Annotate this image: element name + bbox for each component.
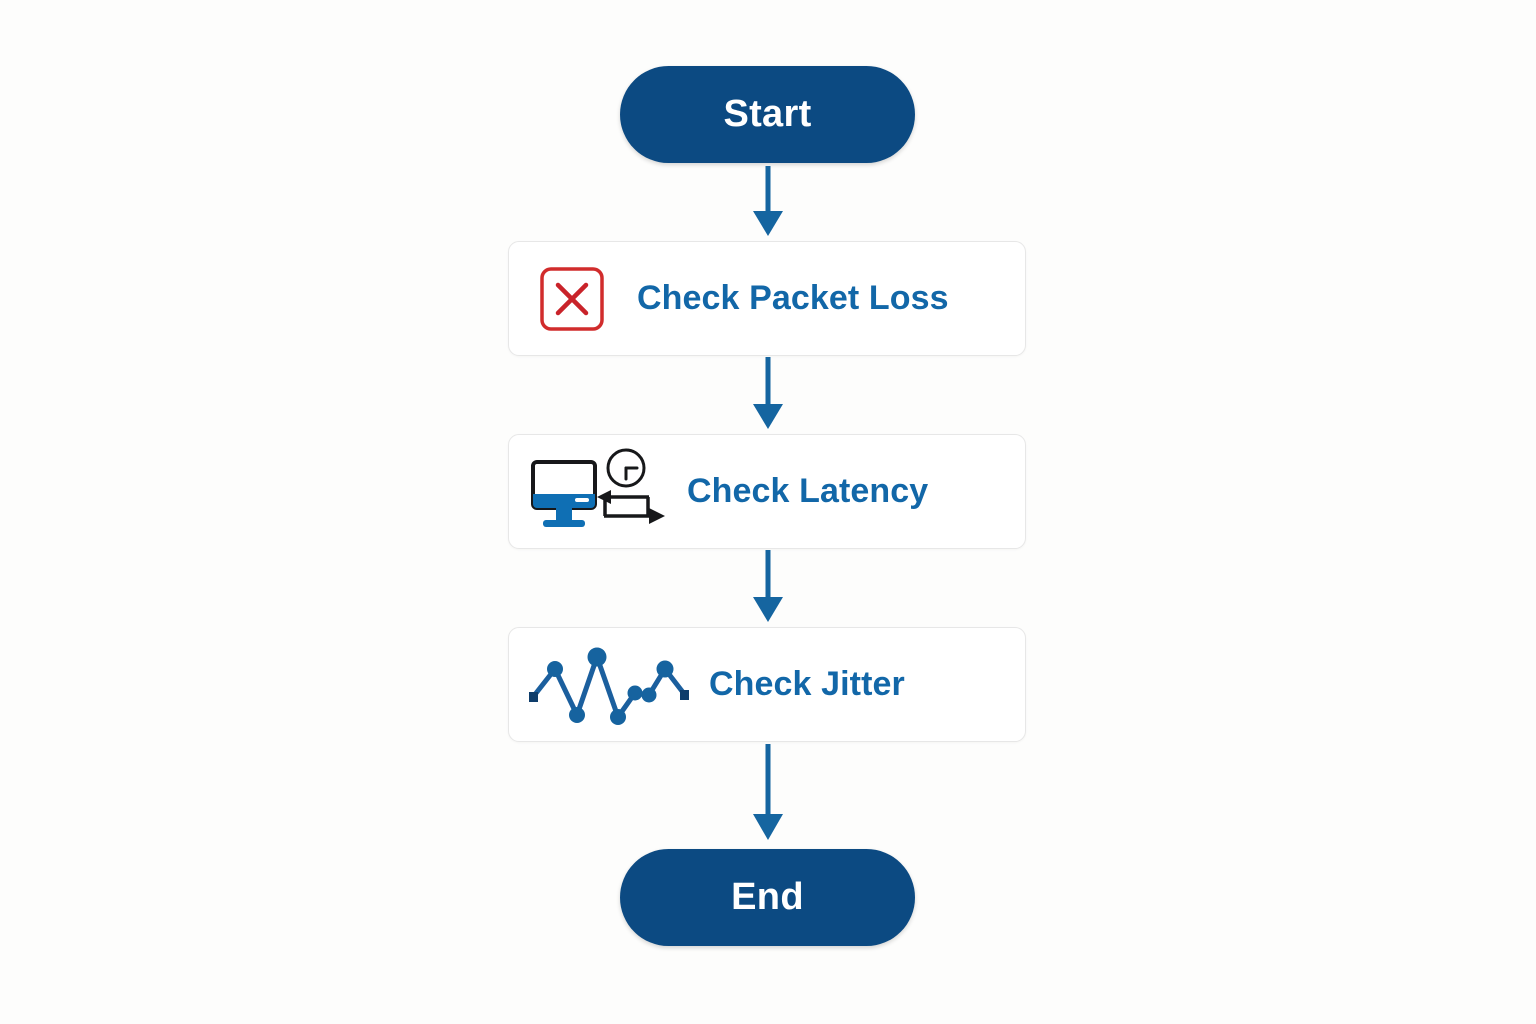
connector-packet-loss-to-latency xyxy=(753,357,783,429)
node-check-jitter[interactable]: Check Jitter xyxy=(508,627,1026,742)
node-start[interactable]: Start xyxy=(620,66,915,163)
node-check-packet-loss-label: Check Packet Loss xyxy=(637,279,949,317)
connector-start-to-packet-loss xyxy=(753,166,783,236)
node-check-latency-label: Check Latency xyxy=(687,472,929,510)
connector-latency-to-jitter xyxy=(753,550,783,622)
node-end-label: End xyxy=(731,876,804,918)
node-check-packet-loss[interactable]: Check Packet Loss xyxy=(508,241,1026,356)
node-end[interactable]: End xyxy=(620,849,915,946)
red-x-square-icon xyxy=(531,266,613,332)
connector-jitter-to-end xyxy=(753,744,783,840)
node-check-latency[interactable]: Check Latency xyxy=(508,434,1026,549)
monitor-clock-roundtrip-icon xyxy=(523,446,673,538)
node-start-label: Start xyxy=(723,93,812,135)
zigzag-line-chart-icon xyxy=(523,645,695,725)
node-check-jitter-label: Check Jitter xyxy=(709,665,905,703)
